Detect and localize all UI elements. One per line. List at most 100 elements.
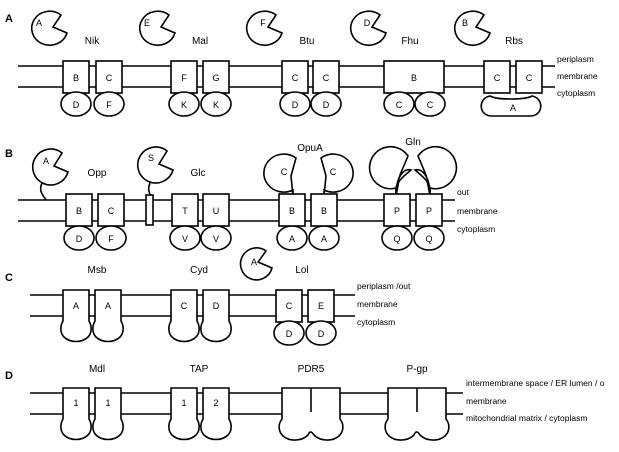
tmd-label: G — [212, 73, 219, 83]
transporter-rbs: B Rbs C C A — [453, 10, 543, 117]
binding-protein-label: A — [43, 156, 49, 166]
binding-domain-shape — [417, 145, 458, 197]
nbd-label: D — [286, 329, 293, 339]
transporter-name: Gln — [405, 137, 421, 148]
tmd-box — [170, 60, 198, 94]
binding-protein-shape — [136, 146, 174, 184]
binding-protein-shape — [31, 148, 69, 186]
binding-domain-shape — [368, 145, 409, 197]
transporter-name: Msb — [88, 265, 107, 276]
binding-domain-inner-shape — [413, 168, 431, 197]
panel-a: periplasm membrane cytoplasm A Nik B C D… — [18, 10, 598, 117]
tmd-box — [95, 60, 123, 94]
transporter-name: TAP — [190, 364, 209, 375]
tmd-label: C — [292, 73, 299, 83]
panel-d: intermembrane space / ER lumen / o membr… — [30, 364, 605, 441]
tmd-label: T — [182, 206, 188, 216]
nbd-label: A — [510, 103, 516, 113]
nbd-label: D — [73, 100, 80, 110]
binding-protein-shape — [320, 153, 354, 197]
transporter-name: OpuA — [297, 143, 323, 154]
binding-protein-label: D — [364, 18, 371, 28]
half-transporter-shape — [168, 387, 200, 441]
binding-protein-label: A — [36, 18, 42, 28]
tmd-label: A — [73, 301, 79, 311]
side-label-membrane: membrane — [357, 299, 398, 309]
tmd-box — [97, 193, 125, 227]
nbd-label: C — [427, 100, 434, 110]
binding-protein-label: E — [144, 18, 150, 28]
nbd-shape — [95, 225, 127, 251]
tmd-label: C — [494, 73, 501, 83]
tmd-box — [62, 60, 90, 94]
anchor-line — [39, 182, 47, 201]
tmd-label: U — [213, 206, 220, 216]
nbd-shape — [276, 225, 308, 251]
nbd-label: Q — [393, 234, 400, 244]
transporter-pdr5: PDR5 — [278, 364, 344, 441]
transporter-mal: E Mal F G K K — [138, 10, 232, 117]
tmd-box — [483, 60, 511, 94]
transporter-pgp: P-gp — [384, 364, 450, 441]
transporter-lol: A Lol C E D D — [239, 247, 337, 346]
binding-domain-inner-shape — [395, 168, 413, 197]
nbd-label: F — [108, 234, 114, 244]
binding-protein-shape — [349, 10, 387, 46]
transporter-name: Rbs — [505, 36, 523, 47]
nbd-label: C — [396, 100, 403, 110]
side-label-cytoplasm: cytoplasm — [457, 224, 495, 234]
tmd-label: C — [106, 73, 113, 83]
tmd-label: C — [526, 73, 533, 83]
transporter-mdl: Mdl 1 1 — [60, 364, 124, 441]
side-label-membrane: membrane — [466, 396, 507, 406]
half-transporter-shape — [168, 289, 200, 343]
anchor-line — [147, 182, 151, 196]
panel-d-letter: D — [5, 370, 13, 382]
nbd-label: F — [106, 100, 112, 110]
nbd-shape — [63, 225, 95, 251]
transporter-glc: S Glc T U V V — [136, 146, 232, 251]
half-transporter-shape — [92, 289, 124, 343]
transporter-btu: F Btu C C D D — [245, 10, 342, 117]
binding-protein-shape — [239, 247, 273, 281]
nbd-label: K — [213, 100, 219, 110]
binding-protein-label: S — [148, 153, 154, 163]
tmd-label: B — [411, 73, 417, 83]
transporter-name: Mdl — [89, 364, 105, 375]
nbd-label: K — [181, 100, 187, 110]
nbd-shape — [200, 91, 232, 117]
side-label-periplasm: periplasm — [557, 54, 594, 64]
nbd-label: D — [76, 234, 83, 244]
tmd-label: B — [73, 73, 79, 83]
side-label-intermembrane: intermembrane space / ER lumen / o — [466, 378, 605, 388]
transporter-tap: TAP 1 2 — [168, 364, 232, 441]
panel-c: periplasm /out membrane cytoplasm Msb A … — [30, 247, 411, 346]
tmd-box — [310, 193, 338, 227]
tmd-box — [312, 60, 340, 94]
full-transporter-shape — [278, 387, 344, 441]
nbd-shape — [168, 91, 200, 117]
nbd-shape — [414, 91, 446, 117]
tmd-label: C — [323, 73, 330, 83]
nbd-label: V — [182, 234, 188, 244]
transporter-opua: OpuA C C B B A A — [263, 143, 354, 251]
binding-protein-label: C — [330, 167, 337, 177]
transporter-name: Mal — [192, 36, 208, 47]
binding-protein-label: B — [462, 18, 468, 28]
nbd-label: A — [321, 234, 327, 244]
panel-b-letter: B — [5, 148, 13, 160]
tmd-label: 2 — [213, 398, 218, 408]
tmd-label: B — [76, 206, 82, 216]
side-label-matrix-cytoplasm: mitochondrial matrix / cytoplasm — [466, 413, 587, 423]
tmd-label: E — [318, 301, 324, 311]
tmd-box — [383, 60, 445, 94]
nbd-shape — [169, 225, 201, 251]
anchor-segment — [145, 194, 154, 226]
nbd-shape — [308, 225, 340, 251]
transporter-opp: A Opp B C D F — [31, 148, 127, 251]
binding-protein-label: A — [251, 257, 257, 267]
nbd-label: D — [292, 100, 299, 110]
binding-protein-shape — [263, 153, 297, 197]
side-label-cytoplasm: cytoplasm — [557, 88, 595, 98]
